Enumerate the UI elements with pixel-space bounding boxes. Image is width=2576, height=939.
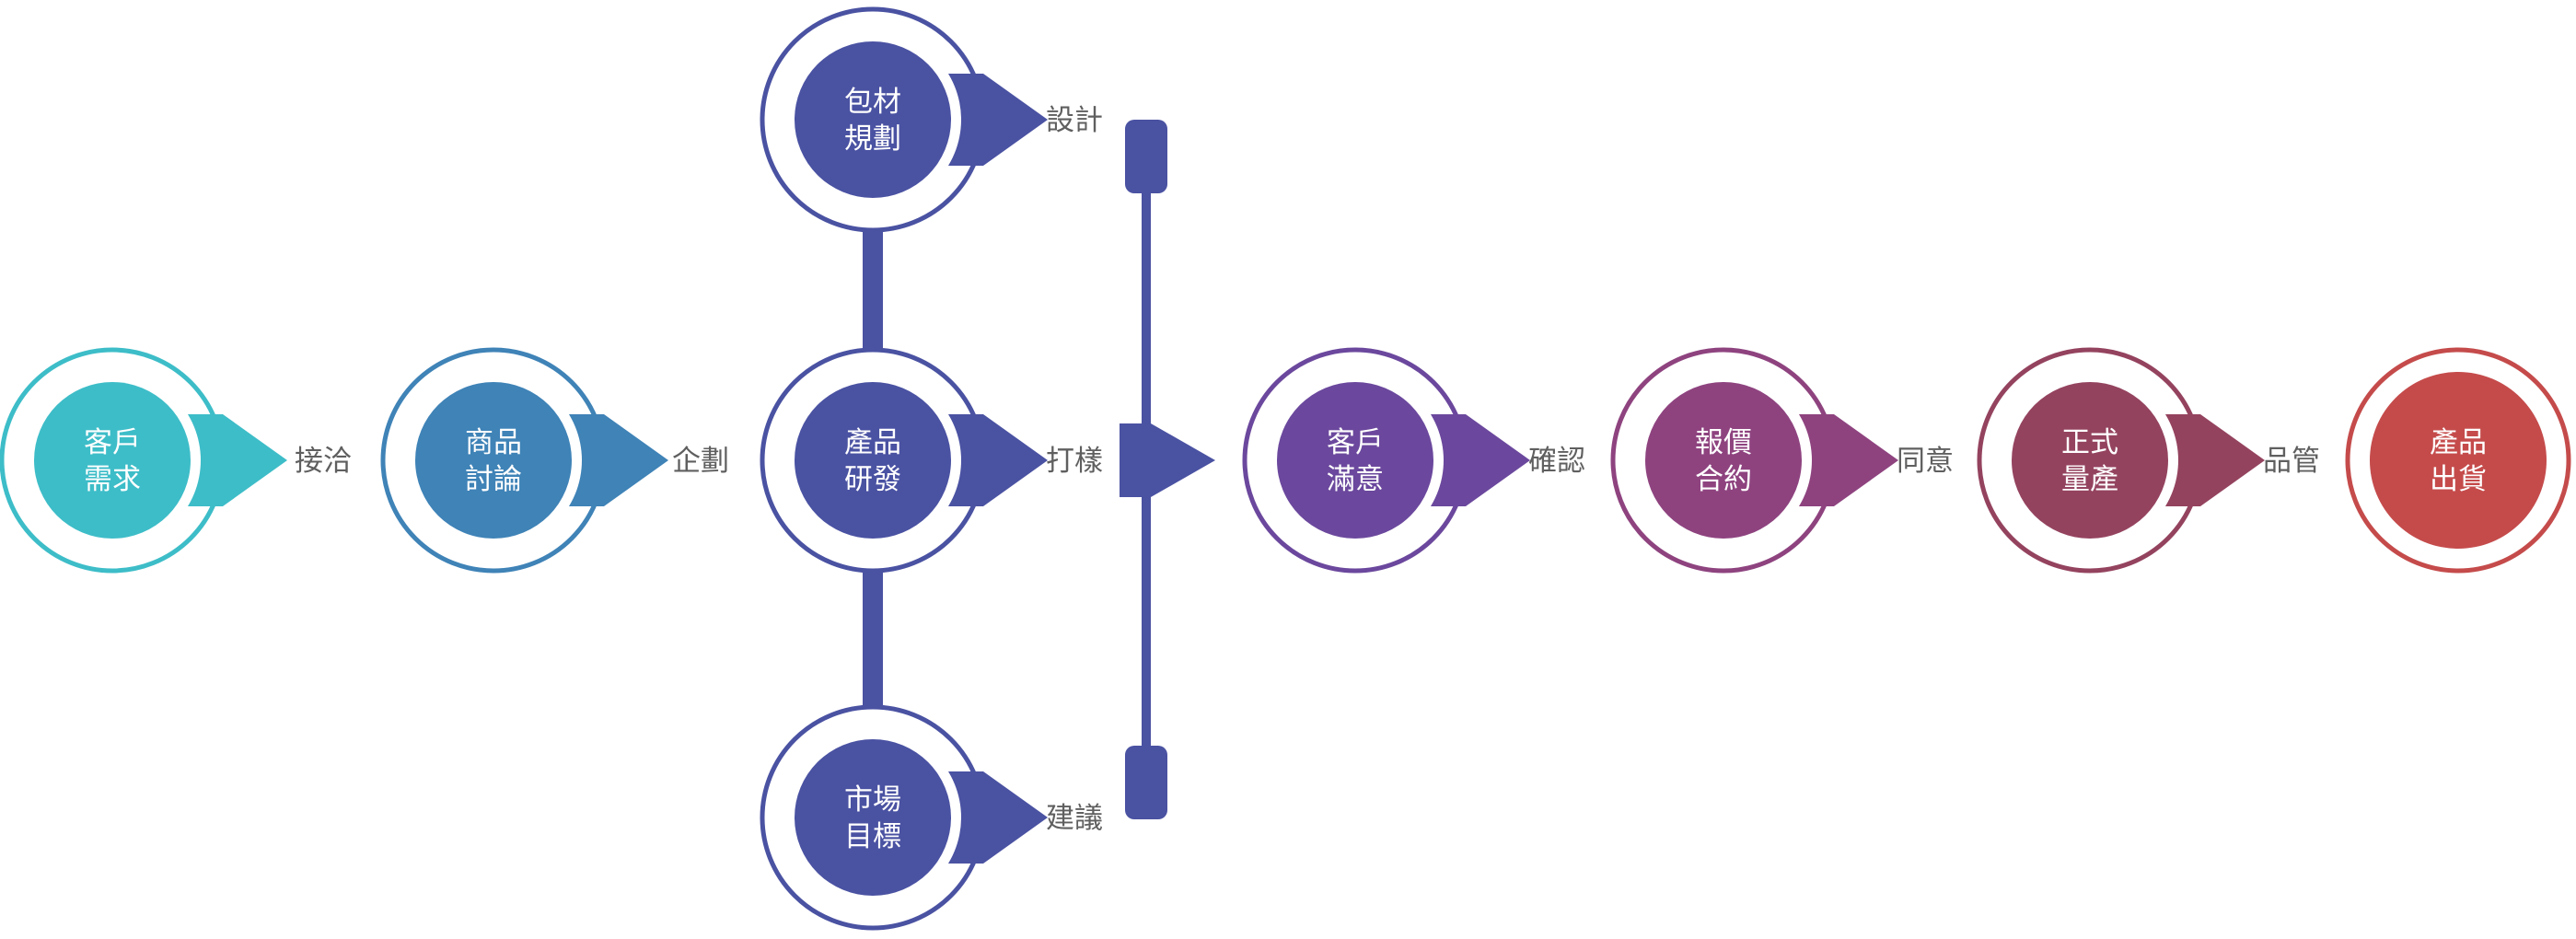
node-label-line1: 產品 <box>2430 426 2487 459</box>
node-label-line1: 包材 <box>844 86 901 119</box>
node-label-line2: 研發 <box>844 463 901 496</box>
edge-label-suggestion: 建議 <box>1046 802 1103 835</box>
node-product-discussion: 商品 討論 <box>380 347 668 574</box>
node-label-line1: 商品 <box>465 426 522 459</box>
edge-label-planning: 企劃 <box>672 445 729 478</box>
node-label-line2: 出貨 <box>2430 463 2487 496</box>
bracket-merge-arrow <box>1120 423 1215 497</box>
node-label-line1: 報價 <box>1695 426 1752 459</box>
node-market-target: 市場 目標 <box>760 704 1048 931</box>
node-customer-demand: 客戶 需求 <box>0 347 287 574</box>
node-label-line2: 需求 <box>84 463 141 496</box>
node-label-line1: 正式 <box>2061 426 2118 459</box>
node-label-line2: 滿意 <box>1327 463 1384 496</box>
edge-label-sampling: 打樣 <box>1046 445 1103 478</box>
bracket-bottom-cap <box>1125 746 1167 819</box>
node-label-line2: 討論 <box>465 463 522 496</box>
node-product-development: 產品 研發 <box>760 347 1048 574</box>
node-label-line1: 客戶 <box>84 426 141 459</box>
edge-label-quality-control: 品管 <box>2263 445 2320 478</box>
node-label-line2: 目標 <box>844 820 901 853</box>
bracket-top-cap <box>1125 120 1167 193</box>
node-label-line2: 合約 <box>1695 463 1752 496</box>
edge-label-agree: 同意 <box>1897 445 1954 478</box>
edge-label-design: 設計 <box>1046 104 1103 137</box>
node-label-line1: 市場 <box>844 783 901 817</box>
node-product-shipment: 產品 出貨 <box>2345 347 2571 574</box>
node-label-line1: 產品 <box>844 426 901 459</box>
edge-label-confirm: 確認 <box>1528 445 1585 478</box>
node-label-line2: 規劃 <box>844 122 901 156</box>
node-label-line1: 客戶 <box>1327 426 1384 459</box>
node-customer-satisfied: 客戶 滿意 <box>1242 347 1530 574</box>
node-packaging-planning: 包材 規劃 <box>760 6 1048 233</box>
edge-label-contact: 接洽 <box>295 445 352 478</box>
node-quote-contract: 報價 合約 <box>1610 347 1898 574</box>
node-mass-production: 正式 量產 <box>1977 347 2265 574</box>
node-label-line2: 量產 <box>2061 463 2118 496</box>
